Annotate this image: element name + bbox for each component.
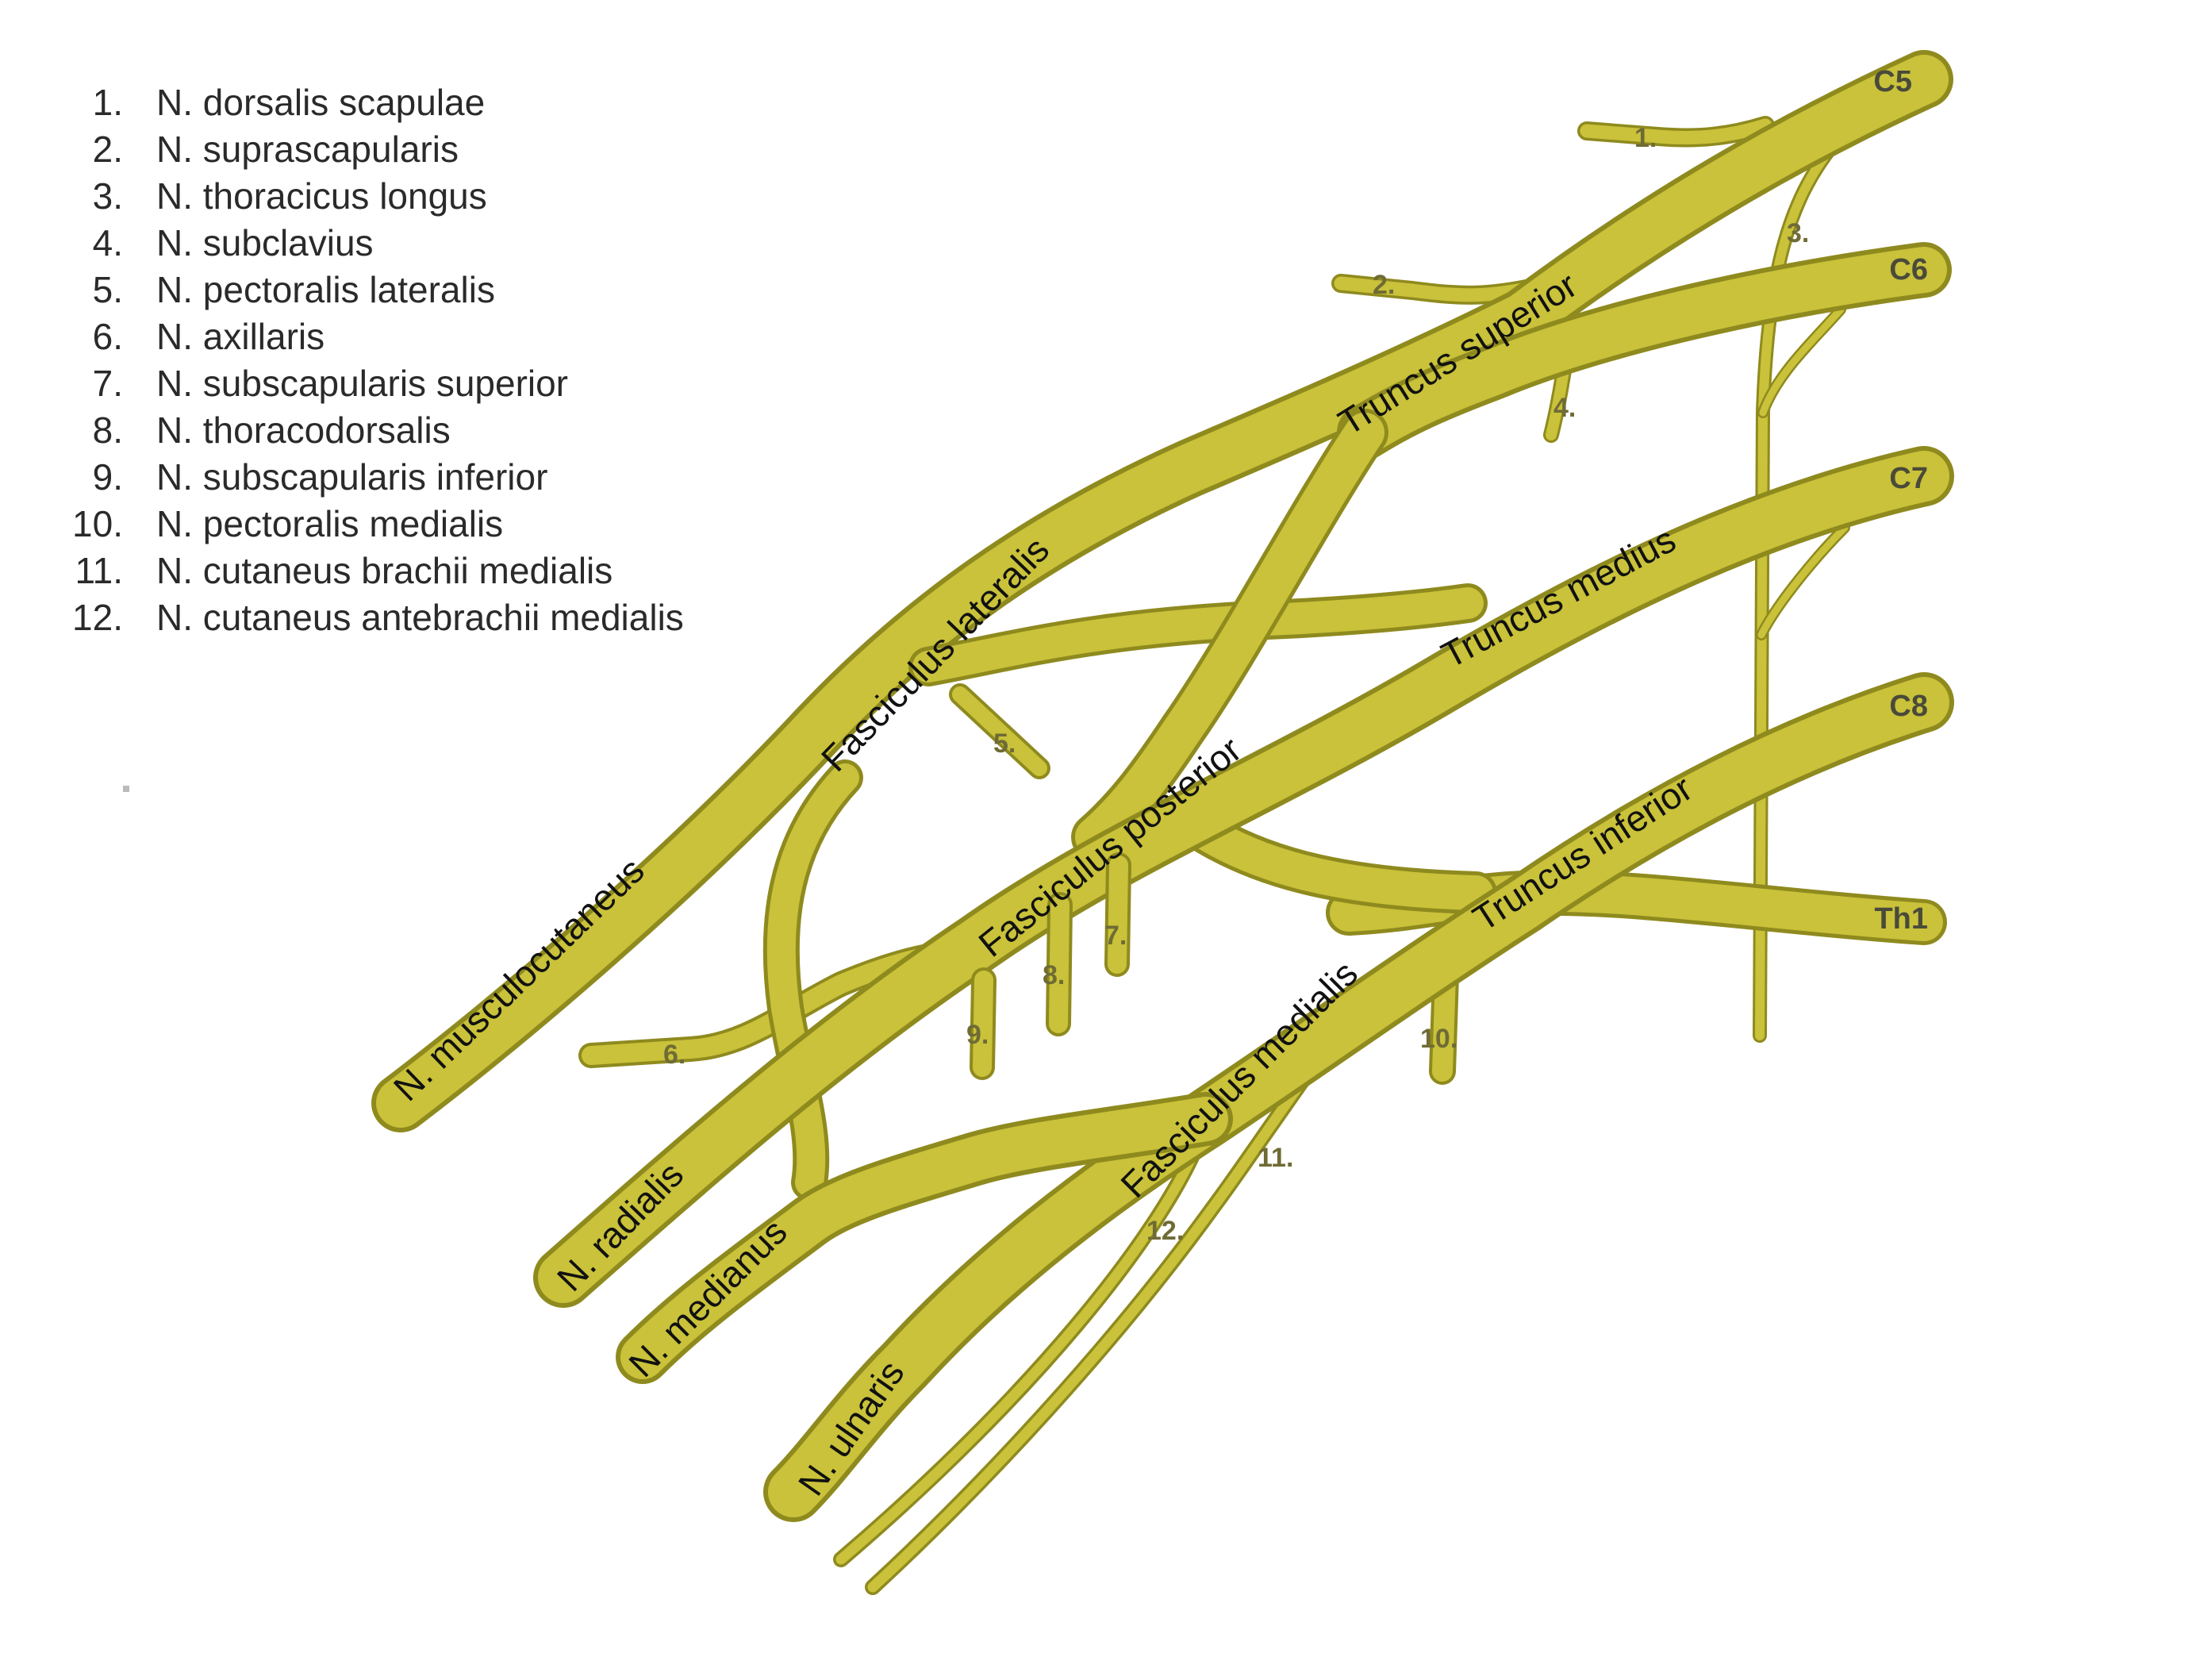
nerve-dorsalis-scapulae [1577,116,1775,148]
legend-item-number: 7. [92,363,123,404]
nerve-posterior-division-inferior [1173,804,1497,914]
branch-number-8: 8. [1043,960,1065,990]
legend-item: 12. N. cutaneus antebrachii medialis [0,594,684,641]
nerve-cutaneus-antebrachii-medialis [833,1135,1206,1567]
nerve-lateral-anterior-crossing [908,583,1488,686]
legend-item: 10. N. pectoralis medialis [0,501,684,548]
nerve-posterior-division-superior [1071,409,1388,861]
legend-item-number: 3. [92,175,123,217]
legend-item: 2. N. suprascapularis [0,126,684,173]
legend-item-name: N. pectoralis medialis [156,503,504,544]
legend-item-name: N. thoracodorsalis [156,409,451,451]
branch-legend: 1. N. dorsalis scapulae 2. N. suprascapular… [0,79,684,641]
branch-number-11: 11. [1258,1143,1293,1173]
legend-item: 1. N. dorsalis scapulae [0,79,684,126]
legend-item-number: 9. [92,456,123,498]
legend-item-number: 2. [92,129,123,170]
legend-item-name: N. subscapularis superior [156,363,569,404]
nerve-medianus-lateral-root [762,759,863,1201]
stray-dot [123,786,129,792]
nerve-medianus [616,1092,1233,1384]
nerve-thoracicus-longus [1753,144,1850,1043]
legend-item-name: N. thoracicus longus [156,175,487,217]
legend-item-name: N. subclavius [156,222,374,263]
nerve-c5-lateral-musculocutaneus [371,50,1953,1132]
branch-number-5: 5. [993,729,1016,759]
legend-item: 7. N. subscapularis superior [0,360,684,407]
legend-item-name: N. pectoralis lateralis [156,269,495,310]
label-n-ulnaris: N. ulnaris [790,1353,912,1503]
legend-item-name: N. axillaris [156,316,325,357]
legend-item-name: N. subscapularis inferior [156,456,548,498]
nerve-root-c6 [1337,242,1952,460]
legend-item: 8. N. thoracodorsalis [0,407,684,454]
root-label-c7: C7 [1889,462,1928,495]
legend-item-name: N. cutaneus antebrachii medialis [156,597,684,638]
legend-item-name: N. cutaneus brachii medialis [156,550,613,591]
legend-item: 4. N. subclavius [0,220,684,267]
branch-number-6: 6. [663,1040,685,1070]
legend-item: 3. N. thoracicus longus [0,173,684,220]
legend-item-number: 8. [92,409,123,451]
root-label-th1: Th1 [1874,902,1928,936]
nerve-subscapularis-superior [1104,852,1131,977]
branch-number-3: 3. [1787,218,1809,248]
branch-number-9: 9. [966,1020,989,1050]
legend-item-number: 1. [92,82,123,123]
nerve-c8-medial-ulnaris [763,672,1954,1522]
legend-item-number: 10. [72,503,123,544]
legend-item: 9. N. subscapularis inferior [0,454,684,501]
nerve-paths [371,50,1954,1595]
branch-number-12: 12. [1146,1216,1184,1246]
legend-item-number: 4. [92,222,123,263]
branch-number-1: 1. [1634,123,1657,153]
legend-item-name: N. suprascapularis [156,129,459,170]
branch-number-7: 7. [1104,921,1127,951]
nerve-c7-posterior-radialis [533,446,1954,1308]
root-label-c6: C6 [1889,253,1928,286]
nerve-subscapularis-inferior [970,967,997,1080]
nerve-thoracodorsalis [1046,892,1073,1036]
legend-item-number: 5. [92,269,123,310]
label-n-musculocutaneus: N. musculocutaneus [386,849,652,1109]
legend-item: 11. N. cutaneus brachii medialis [0,548,684,594]
legend-item-name: N. dorsalis scapulae [156,82,486,123]
legend-item-number: 11. [75,550,123,591]
legend-item-number: 12. [72,597,123,638]
nerve-pectoralis-lateralis [949,683,1050,779]
legend-item: 5. N. pectoralis lateralis [0,267,684,313]
legend-item-number: 6. [92,316,123,357]
root-label-c5: C5 [1873,65,1912,98]
legend-item: 6. N. axillaris [0,313,684,360]
branch-number-10: 10. [1420,1024,1457,1054]
label-n-radialis: N. radialis [549,1154,691,1299]
branch-number-2: 2. [1373,270,1395,300]
branch-number-4: 4. [1553,393,1576,423]
nerve-cutaneus-brachii-medialis [865,1063,1317,1595]
root-label-c8: C8 [1889,690,1928,723]
